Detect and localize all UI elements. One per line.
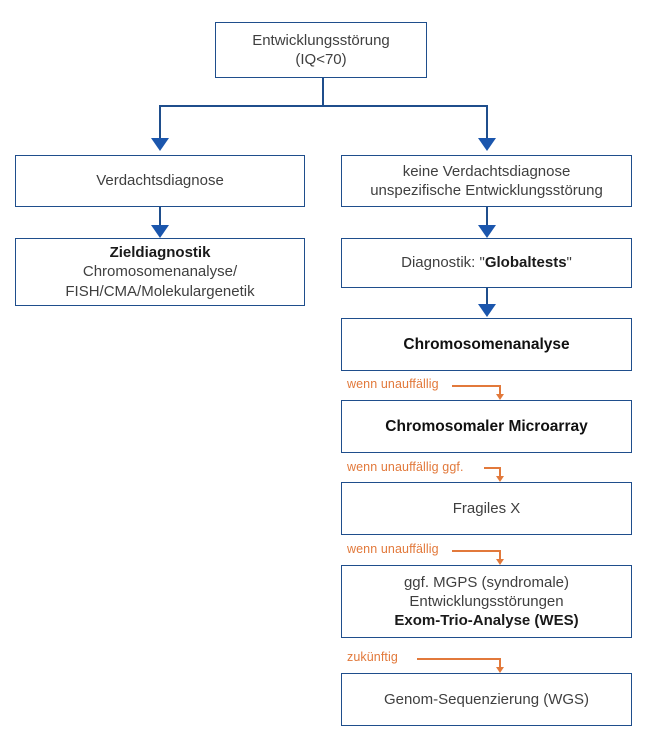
node-mgps-wes: ggf. MGPS (syndromale) Entwicklungsstöru… <box>341 565 632 638</box>
node-verdachtsdiagnose: Verdachtsdiagnose <box>15 155 305 207</box>
note-line-4 <box>417 658 500 660</box>
node-chromosomenanalyse-label: Chromosomenanalyse <box>403 335 570 353</box>
note-vline-1 <box>499 385 501 396</box>
note-wenn-unauffaellig-2: wenn unauffällig <box>347 542 439 556</box>
node-verdachtsdiagnose-label: Verdachtsdiagnose <box>96 172 224 190</box>
note-wenn-unauffaellig-ggf: wenn unauffällig ggf. <box>347 460 464 474</box>
arrowhead-zieldiagnostik <box>151 225 169 238</box>
note-wenn-unauffaellig-1: wenn unauffällig <box>347 377 439 391</box>
node-chromosomaler-microarray-label: Chromosomaler Microarray <box>385 417 588 435</box>
node-zieldiagnostik-line1: Chromosomenanalyse/ <box>82 263 238 281</box>
note-arrow-3 <box>496 559 504 565</box>
connector-right-mid-1 <box>486 207 488 226</box>
note-arrow-4 <box>496 667 504 673</box>
node-globaltests-suffix: " <box>566 254 572 272</box>
note-arrow-2 <box>496 476 504 482</box>
note-line-1 <box>452 385 500 387</box>
connector-right-drop <box>486 105 488 139</box>
node-zieldiagnostik: Zieldiagnostik Chromosomenanalyse/ FISH/… <box>15 238 305 306</box>
node-zieldiagnostik-line2: FISH/CMA/Molekulargenetik <box>65 282 255 300</box>
node-keine-verdachtsdiagnose: keine Verdachtsdiagnose unspezifische En… <box>341 155 632 207</box>
node-globaltests-label: Diagnostik: "Globaltests" <box>401 253 572 272</box>
note-arrow-1 <box>496 394 504 400</box>
arrowhead-chromosomenanalyse <box>478 304 496 317</box>
connector-split-bar <box>160 105 488 107</box>
note-vline-2 <box>499 467 501 478</box>
arrowhead-right-branch <box>478 138 496 151</box>
node-keine-verdachtsdiagnose-line1: keine Verdachtsdiagnose <box>402 162 571 180</box>
node-genom-sequenzierung-label: Genom-Sequenzierung (WGS) <box>383 690 590 708</box>
note-line-2 <box>484 467 500 469</box>
connector-right-mid-2 <box>486 288 488 305</box>
node-mgps-wes-line1: ggf. MGPS (syndromale) <box>403 573 570 591</box>
note-line-3 <box>452 550 500 552</box>
node-genom-sequenzierung: Genom-Sequenzierung (WGS) <box>341 673 632 726</box>
node-entwicklungsstoerung: Entwicklungsstörung (IQ<70) <box>215 22 427 78</box>
node-fragiles-x-label: Fragiles X <box>452 499 521 517</box>
note-zukuenftig: zukünftig <box>347 650 398 664</box>
node-zieldiagnostik-heading: Zieldiagnostik <box>109 244 211 262</box>
node-globaltests-prefix: Diagnostik: " <box>401 254 485 272</box>
note-vline-3 <box>499 550 501 561</box>
node-mgps-wes-line2: Entwicklungsstörungen <box>409 592 564 610</box>
node-fragiles-x: Fragiles X <box>341 482 632 535</box>
arrowhead-left-branch <box>151 138 169 151</box>
node-keine-verdachtsdiagnose-line2: unspezifische Entwicklungsstörung <box>370 182 603 199</box>
node-mgps-wes-line3: Exom-Trio-Analyse (WES) <box>394 612 579 630</box>
connector-left-drop <box>159 105 161 139</box>
node-entwicklungsstoerung-line2: (IQ<70) <box>295 51 347 68</box>
node-entwicklungsstoerung-line1: Entwicklungsstörung <box>252 31 390 49</box>
node-chromosomaler-microarray: Chromosomaler Microarray <box>341 400 632 453</box>
connector-root-stem <box>322 78 324 106</box>
node-globaltests: Diagnostik: "Globaltests" <box>341 238 632 288</box>
node-globaltests-bold: Globaltests <box>484 254 567 272</box>
node-chromosomenanalyse: Chromosomenanalyse <box>341 318 632 371</box>
note-vline-4 <box>499 658 501 669</box>
connector-left-mid <box>159 207 161 226</box>
arrowhead-globaltests <box>478 225 496 238</box>
